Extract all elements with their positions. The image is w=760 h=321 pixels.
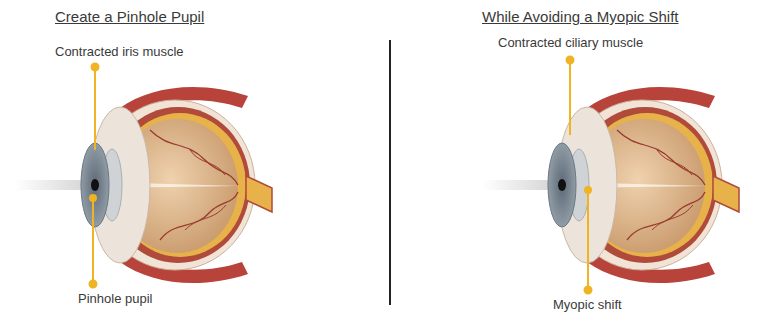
part-label: Pinhole pupil: [78, 292, 152, 307]
heading: While Avoiding a Myopic Shift: [482, 8, 679, 25]
part-label: Myopic shift: [553, 298, 622, 313]
eye-right: [482, 87, 739, 283]
heading: Create a Pinhole Pupil: [55, 8, 204, 25]
part-label-holder: Myopic shift: [553, 298, 622, 313]
part-label: Contracted ciliary muscle: [498, 36, 643, 51]
heading-holder: While Avoiding a Myopic Shift: [482, 8, 679, 25]
eye-left: [15, 87, 272, 283]
part-label-holder: Contracted ciliary muscle: [498, 36, 643, 51]
part-label-holder: Contracted iris muscle: [55, 45, 184, 60]
divider: [389, 40, 391, 305]
part-label-holder: Pinhole pupil: [78, 292, 152, 307]
part-label: Contracted iris muscle: [55, 45, 184, 60]
heading-holder: Create a Pinhole Pupil: [55, 8, 204, 25]
leader-lines: [90, 57, 592, 294]
